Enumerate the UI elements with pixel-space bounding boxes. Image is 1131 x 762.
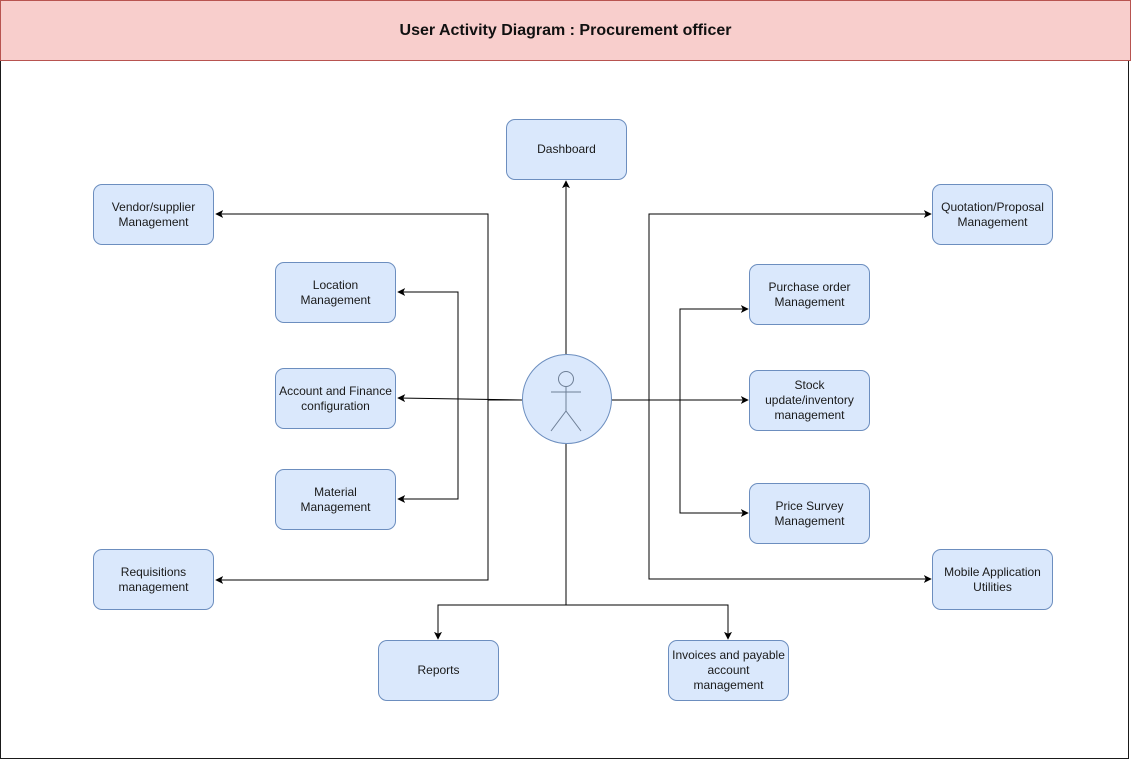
edge-material (397, 400, 459, 503)
node-purchase-order-management[interactable]: Purchase order Management (749, 264, 870, 325)
node-material-management[interactable]: Material Management (275, 469, 396, 530)
diagram-title: User Activity Diagram : Procurement offi… (399, 21, 732, 39)
procurement-officer-actor (522, 354, 612, 444)
edge-account (397, 394, 523, 403)
node-invoices-payable[interactable]: Invoices and payable account management (668, 640, 789, 701)
node-mobile-application-utilities[interactable]: Mobile Application Utilities (932, 549, 1053, 610)
stick-figure-icon (550, 371, 582, 432)
node-price-survey-management[interactable]: Price Survey Management (749, 483, 870, 544)
diagram-title-banner: User Activity Diagram : Procurement offi… (0, 0, 1131, 61)
edge-purchase (679, 305, 749, 400)
edge-requisitions (215, 400, 489, 584)
node-stock-inventory-management[interactable]: Stock update/inventory management (749, 370, 870, 431)
edge-reports (434, 604, 566, 640)
node-quotation-proposal-management[interactable]: Quotation/Proposal Management (932, 184, 1053, 245)
edge-quotation (648, 210, 932, 400)
edge-location (397, 288, 459, 400)
edge-invoices (566, 604, 732, 640)
edge-mobile (648, 400, 932, 583)
edge-price (679, 400, 749, 517)
node-vendor-supplier-management[interactable]: Vendor/supplier Management (93, 184, 214, 245)
node-requisitions-management[interactable]: Requisitions management (93, 549, 214, 610)
node-reports[interactable]: Reports (378, 640, 499, 701)
node-location-management[interactable]: Location Management (275, 262, 396, 323)
node-account-finance-configuration[interactable]: Account and Finance configuration (275, 368, 396, 429)
node-dashboard[interactable]: Dashboard (506, 119, 627, 180)
